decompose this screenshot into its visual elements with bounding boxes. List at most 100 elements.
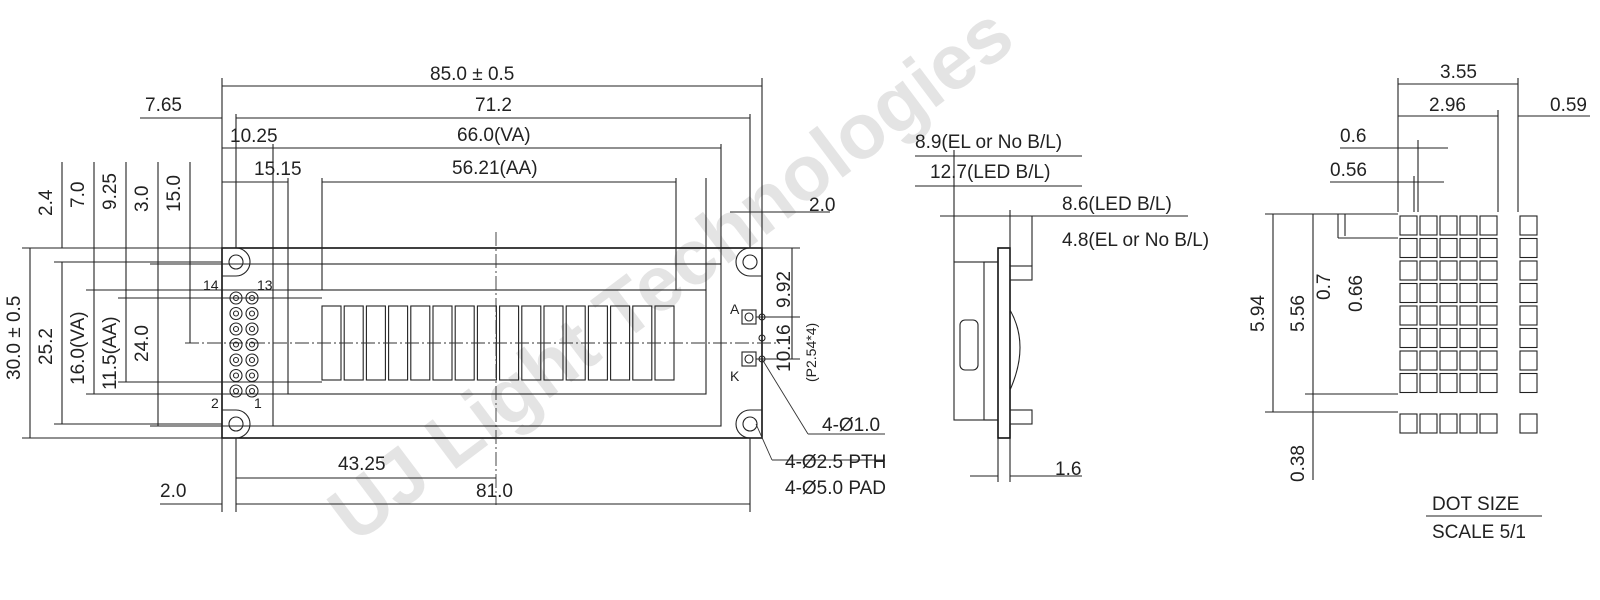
dim-active-area-height: 11.5(AA) xyxy=(100,316,121,390)
connector-pins xyxy=(229,291,259,398)
dim-bezel-height: 24.0 xyxy=(132,325,153,362)
dot-cell xyxy=(1519,282,1538,304)
dim-3-0: 3.0 xyxy=(132,186,153,212)
dot-cell xyxy=(1459,305,1478,326)
watermark-text: UJ Light Technologies xyxy=(312,0,1028,559)
dot-cell xyxy=(1459,237,1478,259)
dot-cell xyxy=(1439,305,1458,326)
dot-cell xyxy=(1479,372,1498,394)
bottom-dimension-lines xyxy=(160,438,751,512)
pin-hole xyxy=(229,322,243,336)
pin-label-k: K xyxy=(730,368,740,384)
dot-cell xyxy=(1439,350,1458,371)
dot-cell xyxy=(1459,215,1478,236)
side-lcd-glass xyxy=(983,261,999,421)
dot-cell xyxy=(1479,282,1498,304)
pin-label-2: 2 xyxy=(211,395,219,411)
cursor-dot-cell xyxy=(1419,413,1438,434)
bezel-outline xyxy=(272,263,722,427)
dot-cell xyxy=(1439,215,1458,236)
dim-overall-width: 85.0 ± 0.5 xyxy=(430,64,514,85)
mounting-slot-bottom-right xyxy=(735,409,762,439)
dim-pcb-thickness: 1.6 xyxy=(1055,459,1081,480)
front-view: 14 13 2 1 A K xyxy=(4,64,886,512)
dim-dot-pitch-y: 0.7 xyxy=(1314,274,1335,300)
cursor-dot-cell xyxy=(1459,413,1478,434)
right-dimension-lines xyxy=(756,247,800,360)
dim-char-height: 5.94 xyxy=(1248,295,1269,332)
cursor-dot-cell xyxy=(1479,413,1498,434)
dim-thickness-led: 12.7(LED B/L) xyxy=(930,162,1050,183)
dim-bl-led: 8.6(LED B/L) xyxy=(1062,194,1172,215)
dot-cell xyxy=(1439,260,1458,281)
dim-center-offset: 43.25 xyxy=(338,454,386,475)
dot-cell xyxy=(1519,327,1538,349)
dot-scale-label: SCALE 5/1 xyxy=(1432,522,1526,543)
dot-cell xyxy=(1439,282,1458,304)
pin-hole xyxy=(245,368,259,383)
dot-cell xyxy=(1399,260,1418,281)
dim-left-to-aa: 15.15 xyxy=(254,159,302,180)
dim-gap: 0.59 xyxy=(1550,95,1587,116)
side-pin-top xyxy=(1009,265,1033,281)
dot-cell xyxy=(1519,350,1538,371)
dim-7-0: 7.0 xyxy=(68,182,89,208)
callout-hole-small: 4-Ø1.0 xyxy=(822,415,880,436)
dot-cell xyxy=(1459,260,1478,281)
dim-bottom-hole-pitch: 81.0 xyxy=(476,481,513,502)
dot-cell xyxy=(1419,350,1438,371)
pin-hole xyxy=(245,353,259,367)
dot-cell xyxy=(1519,372,1538,394)
cursor-dot-cell xyxy=(1399,413,1418,434)
mounting-slot-bottom-left xyxy=(222,409,251,439)
dot-cell xyxy=(1479,215,1498,236)
dim-left-to-va: 10.25 xyxy=(230,126,278,147)
dot-cell xyxy=(1439,372,1458,394)
callout-hole-pad: 4-Ø5.0 PAD xyxy=(785,478,886,499)
dot-cell xyxy=(1419,327,1438,349)
top-dimension-lines xyxy=(140,78,830,290)
dim-hole-pitch-vertical: 25.2 xyxy=(36,328,57,365)
viewing-area xyxy=(287,289,707,395)
dim-cursor-gap: 0.38 xyxy=(1288,445,1309,482)
hole-callout-leaders xyxy=(755,358,885,461)
dot-cell xyxy=(1419,215,1438,236)
dim-left-edge-to-hole: 7.65 xyxy=(145,95,182,116)
pin-hole xyxy=(245,322,259,336)
pin-hole xyxy=(245,337,259,352)
pin-label-13: 13 xyxy=(257,277,273,293)
dim-viewing-area-width: 66.0(VA) xyxy=(457,125,531,146)
dim-2-4: 2.4 xyxy=(36,189,57,216)
dot-grid xyxy=(1399,215,1538,434)
callout-hole-pth: 4-Ø2.5 PTH xyxy=(785,452,886,473)
pin-hole xyxy=(229,384,243,398)
dim-char-width: 3.55 xyxy=(1440,62,1477,83)
dim-dot-pitch-total: 2.96 xyxy=(1429,95,1466,116)
dot-cell xyxy=(1419,282,1438,304)
pin-hole xyxy=(229,306,243,321)
dot-cell xyxy=(1519,260,1538,281)
dim-hole-pitch-top: 71.2 xyxy=(475,95,512,116)
side-pcb xyxy=(997,247,1011,439)
dot-dimension-lines xyxy=(1265,78,1590,480)
pin-label-1: 1 xyxy=(254,395,262,411)
left-dimension-lines xyxy=(22,162,322,439)
side-view: 8.9(EL or No B/L) 12.7(LED B/L) 8.6(LED … xyxy=(915,132,1209,482)
dim-dot-pitch-x: 0.6 xyxy=(1340,126,1366,147)
dot-cell xyxy=(1419,237,1438,259)
dot-cell xyxy=(1399,215,1418,236)
dot-cell xyxy=(1419,372,1438,394)
side-pin-bottom xyxy=(1009,409,1033,425)
dot-cell xyxy=(1459,372,1478,394)
cursor-dot-cell xyxy=(1519,413,1538,434)
side-connector-window xyxy=(959,319,979,371)
dim-9-25: 9.25 xyxy=(100,173,121,210)
dot-cell xyxy=(1479,260,1498,281)
pin-hole xyxy=(229,368,243,383)
dim-viewing-area-height: 16.0(VA) xyxy=(68,311,89,385)
dot-cell xyxy=(1399,372,1418,394)
cursor-dot-cell xyxy=(1439,413,1458,434)
dot-cell xyxy=(1399,305,1418,326)
dot-cell xyxy=(1519,305,1538,326)
dot-size-title: DOT SIZE xyxy=(1432,494,1519,515)
